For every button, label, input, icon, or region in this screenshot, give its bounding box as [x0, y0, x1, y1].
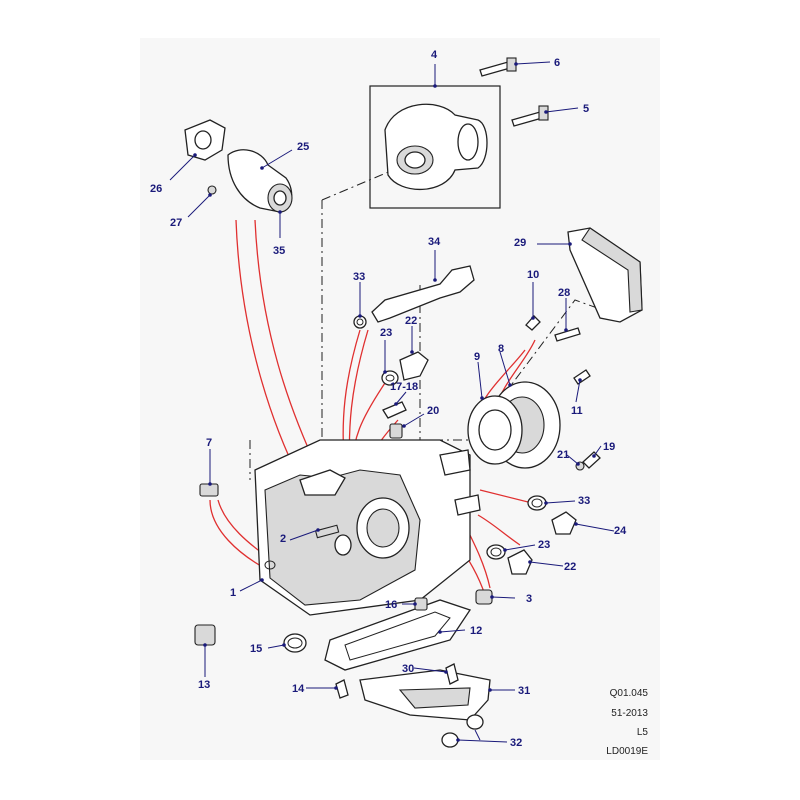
- construction-lines: [249, 164, 626, 480]
- callout-29: 29: [514, 237, 526, 249]
- drawing-date: 51-2013: [611, 708, 648, 719]
- callout-28: 28: [558, 287, 570, 299]
- leader-dots: [193, 62, 596, 742]
- sensor-34: [371, 265, 475, 323]
- leader-lines: [169, 61, 615, 743]
- callout-12: 12: [470, 625, 482, 637]
- drawing-code: Q01.045: [609, 688, 648, 699]
- callout-11: 11: [571, 405, 583, 417]
- callout-33-lower: 33: [578, 495, 590, 507]
- callout-32: 32: [510, 737, 522, 749]
- housing-box: [369, 85, 501, 209]
- callout-10: 10: [527, 269, 539, 281]
- callout-2: 2: [280, 533, 286, 545]
- callout-20: 20: [427, 405, 439, 417]
- drawing-revision: L5: [636, 727, 648, 738]
- callout-1: 1: [230, 587, 236, 599]
- callout-labels: 4 6 5 25 26 27 35 29 34 33 10 28 22 23 9…: [150, 49, 627, 749]
- callout-3: 3: [526, 593, 532, 605]
- callout-5: 5: [583, 103, 589, 115]
- callout-33-upper: 33: [353, 271, 365, 283]
- bolts-5-6: [479, 57, 549, 127]
- callout-21: 21: [557, 449, 569, 461]
- callout-24: 24: [614, 525, 627, 537]
- callout-23-upper: 23: [380, 327, 392, 339]
- speedo-drive-assembly: [184, 119, 293, 213]
- callout-7: 7: [206, 437, 212, 449]
- callout-30: 30: [402, 663, 414, 675]
- callout-22-upper: 22: [405, 315, 417, 327]
- lower-cover-parts: [194, 597, 491, 748]
- drawing-id: LD0019E: [606, 746, 648, 757]
- callout-4: 4: [431, 49, 438, 61]
- side-plugs: [475, 495, 577, 605]
- callout-6: 6: [554, 57, 560, 69]
- rear-cover-29: [525, 227, 643, 385]
- transfer-case-housing: [199, 439, 481, 616]
- callout-14: 14: [292, 683, 305, 695]
- callout-22-lower: 22: [564, 561, 576, 573]
- callout-23-lower: 23: [538, 539, 550, 551]
- callout-25: 25: [297, 141, 309, 153]
- callout-31: 31: [518, 685, 530, 697]
- callout-35: 35: [273, 245, 285, 257]
- small-fittings-upper: [353, 315, 429, 439]
- callout-34: 34: [428, 236, 441, 248]
- callout-19: 19: [603, 441, 615, 453]
- flange-rings: [467, 381, 601, 471]
- callout-16: 16: [385, 599, 397, 611]
- callout-26: 26: [150, 183, 162, 195]
- callout-17-18: 17-18: [390, 381, 418, 393]
- callout-8: 8: [498, 343, 504, 355]
- callout-27: 27: [170, 217, 182, 229]
- callout-9: 9: [474, 351, 480, 363]
- callout-13: 13: [198, 679, 210, 691]
- callout-15: 15: [250, 643, 262, 655]
